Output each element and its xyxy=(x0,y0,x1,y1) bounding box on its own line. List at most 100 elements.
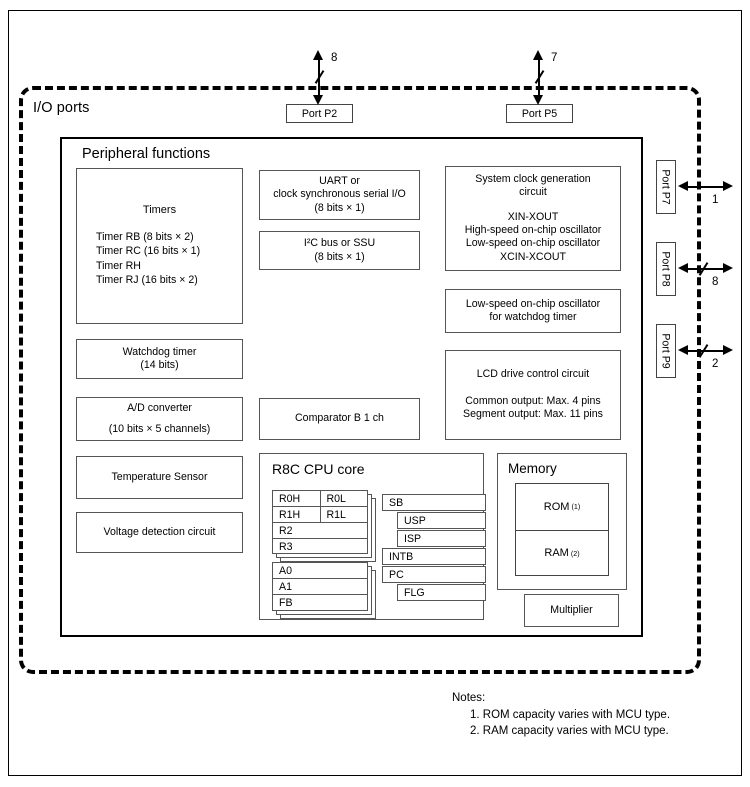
port-p8-arrow xyxy=(678,262,733,276)
ram-label: RAM xyxy=(544,547,569,560)
lcd-item: Segment output: Max. 11 pins xyxy=(463,408,603,421)
port-p9-arrow xyxy=(678,344,733,358)
register-cell: FB xyxy=(279,596,293,609)
comparator-b-block: Comparator B 1 ch xyxy=(259,398,420,440)
port-p9-width-label: 2 xyxy=(712,358,719,370)
port-p7-width-label: 1 xyxy=(712,194,719,206)
timers-item: Timer RH xyxy=(96,259,141,272)
port-p5-width-label: 7 xyxy=(551,52,558,64)
block-line: Temperature Sensor xyxy=(111,470,208,483)
sysclk-item: Low-speed on-chip oscillator xyxy=(465,237,601,250)
register-row: R0H R0L xyxy=(273,491,367,507)
port-p9-box[interactable]: Port P9 xyxy=(656,324,676,378)
block-line: Watchdog timer xyxy=(122,345,197,358)
rom-cell: ROM(1) xyxy=(516,484,608,531)
block-line: UART or xyxy=(319,174,360,187)
multiplier-block: Multiplier xyxy=(524,594,619,627)
register-isp: ISP xyxy=(397,530,486,547)
port-p8-box[interactable]: Port P8 xyxy=(656,242,676,296)
block-line: circuit xyxy=(519,186,547,199)
rom-label: ROM xyxy=(543,500,570,513)
port-p2-width-label: 8 xyxy=(331,52,338,64)
sysclk-item: XIN-XOUT xyxy=(507,210,559,223)
register-usp: USP xyxy=(397,512,486,529)
port-p5-label: Port P5 xyxy=(521,107,558,120)
port-p5-box[interactable]: Port P5 xyxy=(506,104,573,123)
register-flg: FLG xyxy=(397,584,486,601)
block-line: for watchdog timer xyxy=(489,311,577,323)
lcd-drive-control-block: LCD drive control circuit Common output:… xyxy=(445,350,621,440)
arrow-head-down-icon xyxy=(313,95,324,105)
register-pc: PC xyxy=(382,566,486,583)
register-cell: R3 xyxy=(279,540,293,553)
register-row: A1 xyxy=(273,579,367,595)
register-cell: R1H xyxy=(273,507,321,522)
r8c-cpu-core-title: R8C CPU core xyxy=(272,461,365,477)
port-p7-box[interactable]: Port P7 xyxy=(656,160,676,214)
note-item: 1. ROM capacity varies with MCU type. xyxy=(470,708,671,721)
register-cell: A1 xyxy=(279,580,292,593)
block-line: (10 bits × 5 channels) xyxy=(108,422,211,435)
arrow-stem xyxy=(685,268,726,271)
block-line: Multiplier xyxy=(550,603,593,616)
timers-item: Timer RB (8 bits × 2) xyxy=(96,230,194,243)
address-register-bank: A0 A1 FB xyxy=(272,562,376,619)
voltage-detection-block: Voltage detection circuit xyxy=(76,512,243,553)
register-intb: INTB xyxy=(382,548,486,565)
register-row: FB xyxy=(273,595,367,610)
port-p7-arrow xyxy=(678,180,733,194)
timers-heading: Timers xyxy=(142,204,177,217)
rom-footnote-marker: (1) xyxy=(571,502,581,512)
block-line: clock synchronous serial I/O xyxy=(273,188,406,201)
arrow-head-left-icon xyxy=(678,181,688,192)
arrow-head-down-icon xyxy=(533,95,544,105)
ad-converter-block: A/D converter (10 bits × 5 channels) xyxy=(76,397,243,441)
watchdog-timer-block: Watchdog timer (14 bits) xyxy=(76,339,243,379)
block-line: Voltage detection circuit xyxy=(103,525,216,538)
block-line: Low-speed on-chip oscillator xyxy=(465,297,601,310)
register-cell: R2 xyxy=(279,524,293,537)
register-sb: SB xyxy=(382,494,486,511)
port-p8-width-label: 8 xyxy=(712,276,719,288)
data-register-bank: R0H R0L R1H R1L R2 R3 xyxy=(272,490,376,562)
block-line: I²C bus or SSU xyxy=(303,237,376,250)
port-p8-label: Port P8 xyxy=(660,251,672,287)
register-row: A0 xyxy=(273,563,367,579)
register-cell: R0H xyxy=(273,491,321,506)
timers-block: Timers Timer RB (8 bits × 2) Timer RC (1… xyxy=(76,168,243,324)
system-clock-generation-block: System clock generation circuit XIN-XOUT… xyxy=(445,166,621,271)
register-row: R3 xyxy=(273,539,367,554)
notes-block: Notes: 1. ROM capacity varies with MCU t… xyxy=(452,690,670,740)
arrow-head-left-icon xyxy=(678,345,688,356)
register-row: R2 xyxy=(273,523,367,539)
sysclk-item: High-speed on-chip oscillator xyxy=(464,224,602,236)
sysclk-item: XCIN-XCOUT xyxy=(500,250,566,263)
register-cell: A0 xyxy=(279,564,292,577)
block-line: (14 bits) xyxy=(140,359,179,371)
lcd-heading: LCD drive control circuit xyxy=(476,368,590,381)
arrow-head-right-icon xyxy=(723,345,733,356)
block-line: Comparator B 1 ch xyxy=(295,412,384,425)
arrow-head-up-icon xyxy=(533,50,544,60)
io-ports-label: I/O ports xyxy=(33,100,90,116)
arrow-head-right-icon xyxy=(723,181,733,192)
block-line: (8 bits × 1) xyxy=(314,250,365,263)
port-p5-arrow xyxy=(532,50,546,105)
io-ports-dashed-boundary xyxy=(19,86,701,674)
arrow-head-right-icon xyxy=(723,263,733,274)
port-p7-label: Port P7 xyxy=(660,169,672,205)
arrow-stem xyxy=(685,186,726,189)
timers-item: Timer RC (16 bits × 1) xyxy=(96,245,201,258)
timers-item: Timer RJ (16 bits × 2) xyxy=(96,274,198,287)
port-p2-label: Port P2 xyxy=(301,107,338,120)
ram-footnote-marker: (2) xyxy=(570,548,580,558)
timers-list: Timer RB (8 bits × 2) Timer RC (16 bits … xyxy=(77,230,242,288)
ram-cell: RAM(2) xyxy=(516,531,608,577)
port-p2-box[interactable]: Port P2 xyxy=(286,104,353,123)
arrow-head-left-icon xyxy=(678,263,688,274)
notes-heading: Notes: xyxy=(452,692,486,704)
arrow-stem xyxy=(685,350,726,353)
register-cell: R0L xyxy=(326,492,346,505)
port-p9-label: Port P9 xyxy=(660,333,672,369)
port-p2-arrow xyxy=(312,50,326,105)
